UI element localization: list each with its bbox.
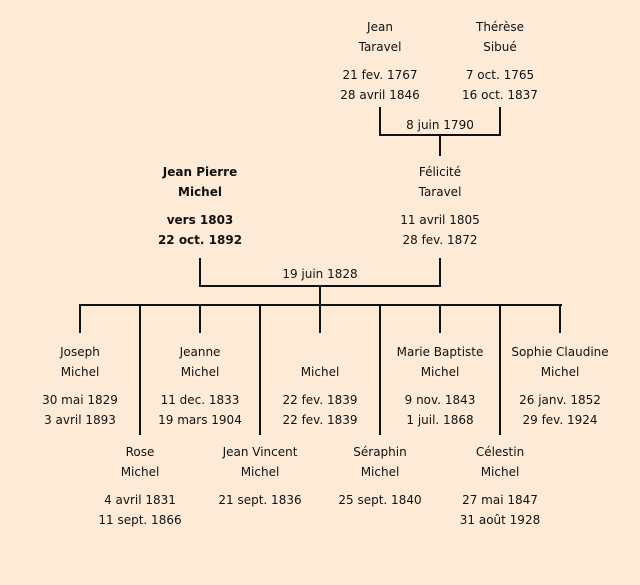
child-drop-line <box>79 304 81 333</box>
first-name: Jean Vincent <box>222 445 298 459</box>
child-rose[interactable]: Rose Michel 4 avril 1831 11 sept. 1866 <box>80 442 200 530</box>
last-name: Michel <box>540 365 580 379</box>
death-date: 22 fev. 1839 <box>282 413 358 427</box>
death-date: 31 août 1928 <box>459 513 541 527</box>
person-jean-pierre-michel[interactable]: Jean Pierre Michel vers 1803 22 oct. 189… <box>140 162 260 250</box>
first-name: Sophie Claudine <box>511 345 609 359</box>
child-jeanne[interactable]: Jeanne Michel 11 dec. 1833 19 mars 1904 <box>140 342 260 430</box>
person-therese-sibue[interactable]: Thérèse Sibué 7 oct. 1765 16 oct. 1837 <box>440 17 560 105</box>
first-name: Jean <box>367 20 393 34</box>
birth-date: 22 fev. 1839 <box>282 393 358 407</box>
birth-date: 11 dec. 1833 <box>160 393 240 407</box>
death-date: 16 oct. 1837 <box>462 88 538 102</box>
death-date: 28 fev. 1872 <box>402 233 478 247</box>
birth-date: 11 avril 1805 <box>400 213 480 227</box>
child-drop-line <box>139 304 141 435</box>
child-drop-line <box>499 304 501 435</box>
last-name: Sibué <box>483 40 517 54</box>
child-celestin[interactable]: Célestin Michel 27 mai 1847 31 août 1928 <box>440 442 560 530</box>
last-name: Michel <box>480 465 520 479</box>
child-drop-line <box>559 304 561 333</box>
last-name: Michel <box>240 465 280 479</box>
death-date: 19 mars 1904 <box>158 413 242 427</box>
child-drop-line <box>259 304 261 435</box>
birth-date: 27 mai 1847 <box>462 493 538 507</box>
first-name: Célestin <box>475 445 525 459</box>
first-name: Joseph <box>60 345 100 359</box>
first-name: Thérèse <box>475 20 524 34</box>
death-date: 28 avril 1846 <box>340 88 420 102</box>
last-name: Taravel <box>358 40 402 54</box>
birth-date: 7 oct. 1765 <box>465 68 535 82</box>
death-date: 1 juil. 1868 <box>406 413 474 427</box>
first-name: Félicité <box>418 165 462 179</box>
connector-line <box>199 258 201 287</box>
last-name: Michel <box>300 365 340 379</box>
person-felicite-taravel[interactable]: Félicité Taravel 11 avril 1805 28 fev. 1… <box>380 162 500 250</box>
birth-date: 21 sept. 1836 <box>218 493 302 507</box>
birth-date: 21 fev. 1767 <box>342 68 418 82</box>
child-joseph[interactable]: Joseph Michel 30 mai 1829 3 avril 1893 <box>20 342 140 430</box>
marriage-date: 8 juin 1790 <box>406 118 474 132</box>
marriage-date: 19 juin 1828 <box>282 267 358 281</box>
last-name: Michel <box>360 465 400 479</box>
last-name: Michel <box>420 365 460 379</box>
last-name: Michel <box>180 365 220 379</box>
birth-date: 25 sept. 1840 <box>338 493 422 507</box>
child-drop-line <box>199 304 201 333</box>
first-name: Marie Baptiste <box>396 345 484 359</box>
death-date: 22 oct. 1892 <box>157 233 243 247</box>
last-name: Taravel <box>418 185 462 199</box>
birth-date: 9 nov. 1843 <box>404 393 476 407</box>
death-date: 3 avril 1893 <box>44 413 116 427</box>
child-marie-baptiste[interactable]: Marie Baptiste Michel 9 nov. 1843 1 juil… <box>380 342 500 430</box>
child-michel[interactable]: Michel 22 fev. 1839 22 fev. 1839 <box>260 342 380 430</box>
first-name: Séraphin <box>353 445 407 459</box>
connector-line <box>439 258 441 287</box>
last-name: Michel <box>120 465 160 479</box>
child-drop-line <box>319 304 321 333</box>
birth-date: 26 janv. 1852 <box>519 393 601 407</box>
child-jean-vincent[interactable]: Jean Vincent Michel 21 sept. 1836 <box>200 442 320 510</box>
last-name: Michel <box>60 365 100 379</box>
connector-line <box>379 107 381 136</box>
child-drop-line <box>439 304 441 333</box>
child-seraphin[interactable]: Séraphin Michel 25 sept. 1840 <box>320 442 440 510</box>
first-name: Jean Pierre <box>162 165 238 179</box>
first-name: Jeanne <box>179 345 221 359</box>
descent-line <box>439 134 441 156</box>
connector-line <box>499 107 501 136</box>
first-name: Rose <box>125 445 155 459</box>
birth-date: vers 1803 <box>166 213 234 227</box>
death-date: 29 fev. 1924 <box>522 413 598 427</box>
descent-line <box>319 285 321 306</box>
first-name <box>260 342 380 362</box>
last-name: Michel <box>178 185 222 199</box>
child-drop-line <box>379 304 381 435</box>
person-jean-taravel[interactable]: Jean Taravel 21 fev. 1767 28 avril 1846 <box>320 17 440 105</box>
child-sophie-claudine[interactable]: Sophie Claudine Michel 26 janv. 1852 29 … <box>500 342 620 430</box>
death-date: 11 sept. 1866 <box>98 513 182 527</box>
birth-date: 30 mai 1829 <box>42 393 118 407</box>
birth-date: 4 avril 1831 <box>104 493 176 507</box>
